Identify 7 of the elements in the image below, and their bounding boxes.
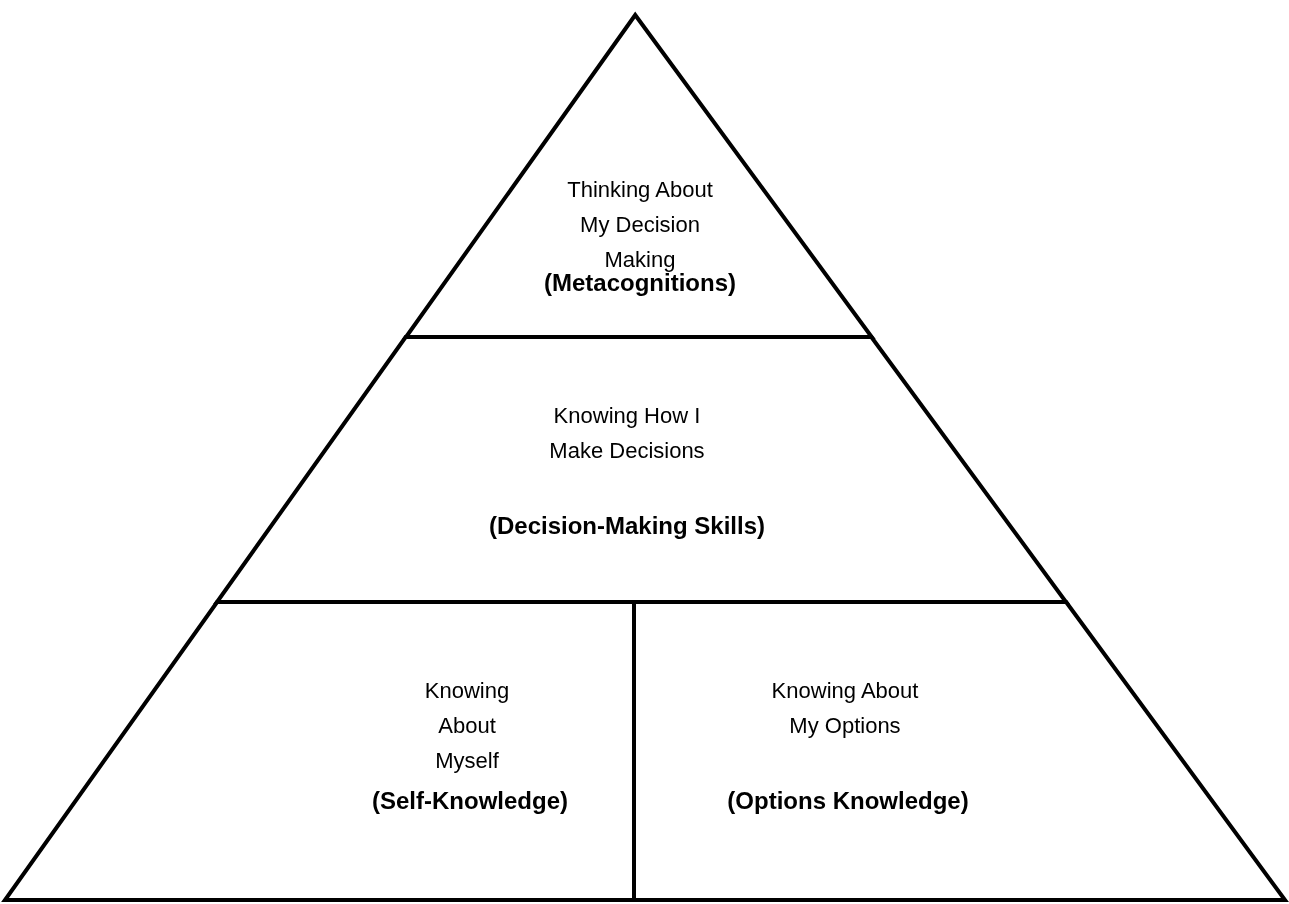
section-description: Knowing About My Options <box>770 677 920 740</box>
section-title: (Options Knowledge) <box>727 786 969 816</box>
section-title: (Decision-Making Skills) <box>488 511 765 541</box>
section-description: Thinking About My Decision Making <box>566 176 714 273</box>
section-description: Knowing About Myself <box>423 677 511 775</box>
section-description: Knowing How I Make Decisions <box>548 402 706 465</box>
section-title: (Self-Knowledge) <box>372 786 568 816</box>
